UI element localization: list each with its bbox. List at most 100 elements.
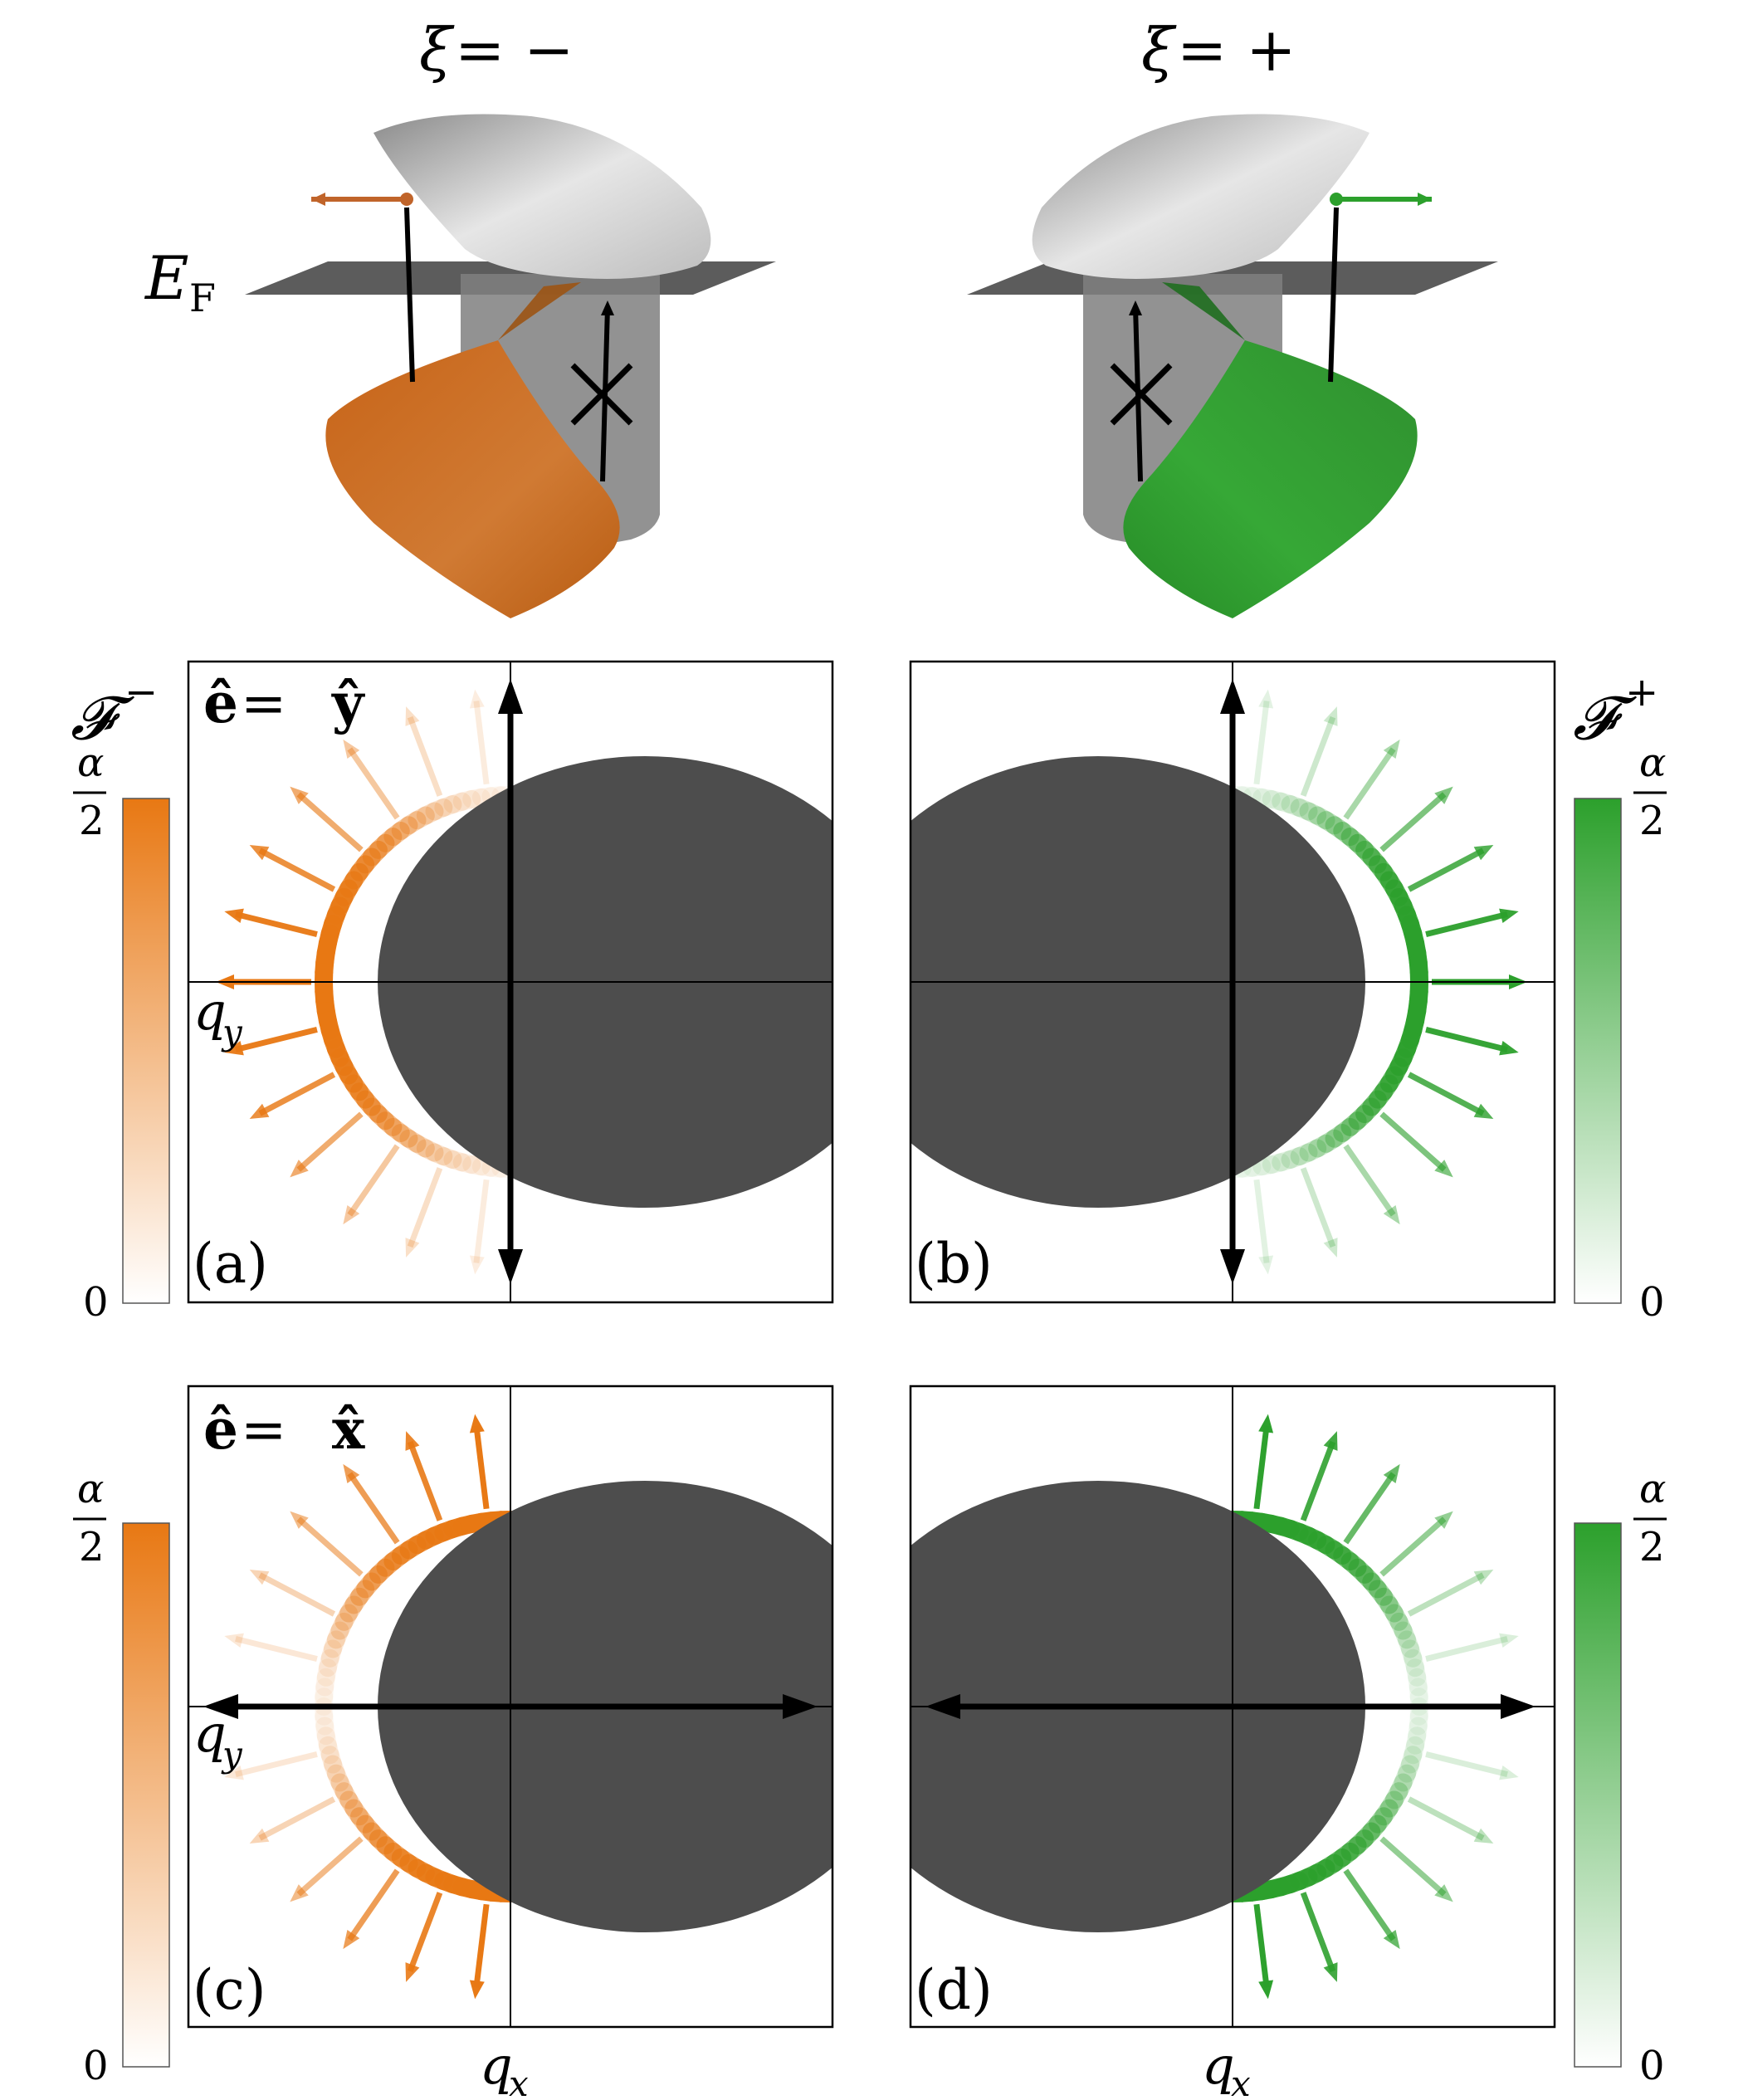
arrowhead-up — [498, 679, 523, 714]
berry-ring-segment — [1316, 1129, 1344, 1153]
berry-ring-segment — [324, 1630, 345, 1658]
berry-ring-segment — [383, 1117, 410, 1143]
berry-ring-segment — [1299, 1139, 1327, 1162]
spokes-group — [216, 1414, 520, 2000]
berry-ring-segment — [344, 1799, 369, 1826]
panel-frame — [909, 1385, 1556, 2029]
berry-ring-segment — [1404, 1648, 1425, 1678]
velocity-arrowhead — [311, 193, 325, 206]
velocity-arrowhead — [1473, 1570, 1494, 1585]
colorbar-gradient — [1574, 798, 1622, 1304]
velocity-arrow — [407, 715, 443, 797]
colorbar-gradient — [122, 1522, 170, 2068]
berry-ring-segment — [349, 1807, 375, 1834]
velocity-arrowhead — [1499, 1633, 1519, 1648]
axis-label-subscript: y — [221, 1012, 243, 1052]
velocity-arrowhead — [343, 739, 360, 759]
berry-ring-segment — [320, 1746, 343, 1774]
berry-ring-segment — [471, 1157, 500, 1177]
berry-ring-segment — [1340, 1111, 1367, 1136]
berry-ring-segment — [318, 1648, 339, 1678]
berry-ring-segment — [1362, 1572, 1387, 1599]
velocity-arrowhead — [249, 1103, 270, 1119]
velocity-arrowhead — [224, 908, 244, 924]
velocity-arrowhead — [469, 1255, 485, 1275]
axis-label-subscript: y — [221, 1734, 243, 1775]
berry-ring-segment — [1325, 816, 1352, 840]
transition-arrow-allowed — [404, 207, 415, 383]
spokes-group — [1223, 689, 1527, 1275]
velocity-arrowhead — [290, 1511, 309, 1529]
arrowhead-left — [203, 1694, 238, 1719]
berry-ring-segment — [339, 1790, 364, 1818]
xi-symbol: ξ — [419, 15, 455, 85]
panel-c: ê = x̂ q y (c) — [187, 1385, 834, 2029]
panel-frame — [187, 1385, 834, 2029]
transition-arrow-allowed — [1328, 207, 1339, 383]
top-left-title: ξ = − — [419, 15, 574, 85]
panel-tag: (a) — [193, 1232, 268, 1296]
berry-ring-segment — [1389, 1773, 1413, 1801]
berry-ring-segment — [1408, 1668, 1428, 1697]
lower-cone — [1123, 340, 1418, 618]
berry-ring-segment — [462, 788, 491, 808]
berry-ring-segment — [369, 1105, 395, 1131]
berry-ring-segment — [1400, 1639, 1423, 1668]
berry-ring-segment — [1290, 1143, 1318, 1166]
velocity-arrow — [1253, 1179, 1270, 1263]
berry-ring-segment — [1281, 795, 1309, 817]
spokes-group — [1223, 1414, 1527, 2000]
arrowhead-right — [783, 1694, 818, 1719]
berry-ring-segment — [1406, 1658, 1427, 1687]
forbidden-cross-icon — [1110, 363, 1173, 426]
velocity-arrowhead — [1323, 1238, 1338, 1258]
berry-ring-segment — [416, 1139, 444, 1162]
velocity-arrow — [1407, 1796, 1485, 1841]
berry-ring-segment — [1379, 1595, 1404, 1623]
panel-tag: (d) — [915, 1958, 993, 2022]
berry-ring-segment — [1333, 1117, 1360, 1143]
xi-value: = + — [1177, 15, 1296, 85]
polarization-arrow — [1220, 679, 1245, 1284]
velocity-arrow — [235, 1751, 318, 1778]
velocity-arrow — [347, 1868, 400, 1941]
berry-ring-segment — [1374, 1587, 1399, 1614]
colorbar-top-denominator: 2 — [1639, 1524, 1665, 1570]
velocity-arrowhead — [1499, 1765, 1519, 1780]
velocity-arrowhead — [1258, 1255, 1274, 1275]
forbidden-cross-icon — [570, 363, 633, 426]
berry-ring-segment — [1404, 1736, 1425, 1765]
berry-ring-segment — [1368, 1580, 1394, 1606]
velocity-arrowhead — [224, 1040, 244, 1056]
berry-ring-segment — [315, 1707, 334, 1736]
fermi-subscript: F — [189, 276, 216, 320]
polarization-e: ê — [203, 1397, 238, 1462]
lower-cone-upper-part — [498, 282, 581, 340]
panel-frame — [909, 660, 1556, 1304]
velocity-arrow — [1253, 1425, 1270, 1510]
berry-ring-segment — [1252, 788, 1281, 808]
velocity-arrowhead — [249, 1570, 270, 1585]
velocity-arrow — [1343, 1868, 1396, 1941]
velocity-arrowhead — [1383, 1929, 1400, 1950]
arrowhead-up — [1220, 679, 1245, 714]
velocity-arrow — [473, 1179, 490, 1263]
berry-ring-segment — [1394, 1764, 1417, 1792]
velocity-arrow-base — [1330, 193, 1343, 206]
velocity-arrow — [347, 1144, 400, 1217]
berry-ring-segment — [1325, 1124, 1352, 1148]
velocity-arrowhead — [1434, 1884, 1453, 1902]
velocity-arrow — [407, 1167, 443, 1248]
velocity-arrowhead — [1434, 1160, 1453, 1178]
axis-label-subscript: x — [509, 2063, 529, 2100]
polarization-e: ê — [203, 671, 238, 735]
colorbar-top-denominator: 2 — [1639, 798, 1665, 844]
berry-ring-segment — [316, 1658, 337, 1687]
arrowhead-right — [1501, 1694, 1536, 1719]
velocity-arrow-base — [400, 193, 413, 206]
berry-ring-segment — [443, 792, 471, 814]
velocity-arrowhead — [1434, 786, 1453, 804]
velocity-arrowhead — [469, 1414, 485, 1433]
berry-ring-segment — [471, 787, 500, 807]
velocity-arrowhead — [1383, 739, 1400, 759]
